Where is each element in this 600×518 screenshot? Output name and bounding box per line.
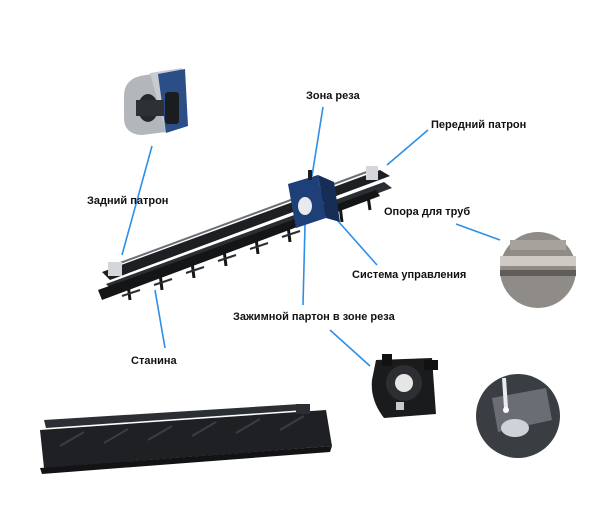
leader-lines <box>121 106 501 367</box>
leader-line-rear-chuck <box>121 145 153 256</box>
label-rear-chuck: Задний патрон <box>87 195 169 207</box>
leader-line-clamp <box>302 224 306 306</box>
bed-image <box>40 404 332 474</box>
label-pipe-support: Опора для труб <box>384 206 471 218</box>
cutting-closeup-image <box>476 374 560 458</box>
clamp-chuck-image <box>371 354 438 418</box>
label-clamp-chuck: Зажимной партон в зоне реза <box>233 311 395 323</box>
label-cut-zone: Зона реза <box>306 90 360 102</box>
laser-tube-cutting-machine <box>98 166 392 301</box>
leader-line-front-chuck <box>386 129 429 166</box>
label-front-chuck: Передний патрон <box>431 119 527 131</box>
rear-chuck-image <box>124 68 188 135</box>
label-bed: Станина <box>131 355 177 367</box>
label-control-system: Система управления <box>352 269 467 281</box>
leader-line-bed <box>154 289 166 349</box>
leader-line-cut-zone <box>311 106 324 177</box>
pipe-support-image <box>500 232 576 308</box>
leader-line-pipe-support <box>455 223 501 241</box>
leader-line-clamp-to-photo <box>329 329 371 367</box>
